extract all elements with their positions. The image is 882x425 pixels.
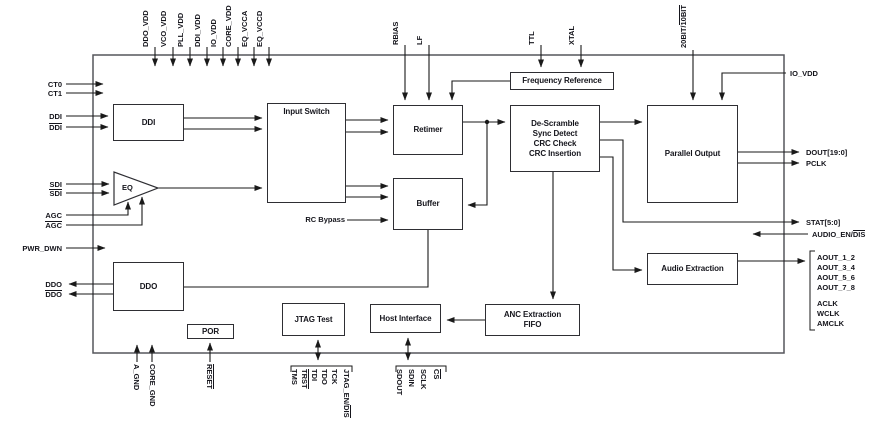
block-frequency-reference: Frequency Reference: [510, 72, 614, 90]
pin-10bit-ov: 10BIT: [679, 5, 688, 26]
block-input-switch-label: Input Switch: [283, 107, 330, 116]
pin-sdi-n: SDI: [0, 189, 62, 198]
pin-tdi: TDI: [310, 369, 319, 382]
pin-ddi-p: DDI: [49, 112, 62, 121]
anc-fifo-line2: FIFO: [523, 320, 542, 329]
block-eq-triangle: [113, 171, 160, 206]
pin-io-vdd-top: IO_VDD: [209, 19, 218, 47]
pin-stat: STAT[5:0]: [806, 218, 841, 227]
block-por-label: POR: [201, 326, 220, 336]
pin-xtal: XTAL: [567, 25, 576, 45]
pin-aclk: ACLK: [817, 299, 838, 308]
block-jtag-test: JTAG Test: [282, 303, 345, 336]
pin-ddi-n: DDI: [0, 123, 62, 132]
pin-eq-vccd: EQ_VCCD: [255, 10, 264, 47]
pin-aout-3-4: AOUT_3_4: [817, 263, 855, 272]
pin-sdi-n-text: SDI: [49, 189, 62, 198]
pin-vco-vdd: VCO_VDD: [159, 10, 168, 47]
block-buffer-label: Buffer: [416, 199, 440, 208]
pin-ct0: CT0: [47, 80, 62, 89]
pin-sclk: SCLK: [419, 369, 428, 390]
pin-pll-vdd: PLL_VDD: [176, 12, 185, 47]
pin-eq-vcca: EQ_VCCA: [240, 10, 249, 47]
block-retimer: Retimer: [393, 105, 463, 155]
pin-cs: CS: [432, 369, 441, 380]
block-ddo-label: DDO: [139, 281, 158, 291]
pin-ddi-vdd: DDI_VDD: [193, 14, 202, 47]
pin-ddo-n-text: DDO: [45, 290, 62, 299]
block-parallel-output-label: Parallel Output: [664, 149, 721, 158]
block-retimer-label: Retimer: [413, 125, 443, 134]
pin-20bit-pre: 20BIT/: [679, 25, 688, 48]
block-buffer: Buffer: [393, 178, 463, 230]
block-input-switch: Input Switch: [267, 103, 346, 203]
pin-reset-text: RESET: [205, 364, 214, 390]
block-ddi-label: DDI: [141, 117, 156, 127]
pin-amclk: AMCLK: [817, 319, 845, 328]
pin-agc-n-text: AGC: [45, 221, 62, 230]
pin-tck: TCK: [330, 369, 339, 385]
block-audio-extraction: Audio Extraction: [647, 253, 738, 285]
pin-pwr-dwn: PWR_DWN: [22, 244, 62, 253]
pin-cs-text: CS: [432, 369, 441, 380]
pin-ddo-n: DDO: [0, 290, 62, 299]
block-audio-extraction-label: Audio Extraction: [661, 264, 724, 273]
pin-agc-n: AGC: [0, 221, 62, 230]
pin-audio-en-dis: AUDIO_EN/DIS: [812, 230, 866, 239]
block-eq-label: EQ: [122, 183, 133, 192]
pin-aout-5-6: AOUT_5_6: [817, 273, 855, 282]
pin-wclk: WCLK: [817, 309, 840, 318]
pin-pclk: PCLK: [806, 159, 827, 168]
pin-reset: RESET: [205, 364, 214, 390]
pin-audio-en-pre: AUDIO_EN/: [812, 230, 853, 239]
pin-sdin: SDIN: [407, 369, 416, 387]
descramble-line2: Sync Detect: [532, 128, 578, 138]
block-jtag-test-label: JTAG Test: [294, 314, 333, 324]
pin-20bit-10bit: 20BIT/10BIT: [679, 5, 688, 48]
pin-tdo: TDO: [320, 369, 329, 385]
descramble-line3: CRC Check: [533, 138, 577, 148]
pin-agc-p: AGC: [45, 211, 62, 220]
block-frequency-reference-label: Frequency Reference: [522, 76, 602, 85]
pin-jtag-en-pre: JTAG_EN/: [342, 369, 351, 406]
pin-dout: DOUT[19:0]: [806, 148, 848, 157]
pin-aout-1-2: AOUT_1_2: [817, 253, 855, 262]
block-anc-extraction-fifo: ANC Extraction FIFO: [485, 304, 580, 336]
block-host-interface-label: Host Interface: [379, 313, 432, 323]
pin-a-gnd: A_GND: [132, 364, 141, 391]
pin-trst: TRST: [300, 369, 309, 389]
block-descramble: De-Scramble Sync Detect CRC Check CRC In…: [510, 105, 600, 172]
pin-ct1: CT1: [47, 89, 62, 98]
descramble-line4: CRC Insertion: [528, 148, 582, 158]
anc-fifo-line1: ANC Extraction: [503, 310, 562, 319]
pin-lf: LF: [415, 35, 424, 45]
rc-bypass-label: RC Bypass: [305, 215, 345, 224]
pin-aout-7-8: AOUT_7_8: [817, 283, 855, 292]
pin-ddi-n-text: DDI: [49, 123, 62, 132]
block-por: POR: [187, 324, 234, 339]
pin-ttl: TTL: [527, 31, 536, 45]
block-parallel-output: Parallel Output: [647, 105, 738, 203]
pin-trst-text: TRST: [300, 369, 309, 389]
pin-tms: TMS: [290, 369, 299, 385]
chip-outline: [92, 54, 785, 354]
block-ddo: DDO: [113, 262, 184, 311]
pin-jtag-en-dis: JTAG_EN/DIS: [342, 369, 351, 418]
pin-io-vdd-right: IO_VDD: [790, 69, 818, 78]
pin-ddo-p: DDO: [45, 280, 62, 289]
pin-audio-dis-ov: DIS: [852, 230, 866, 239]
pin-core-gnd: CORE_GND: [148, 364, 157, 407]
pin-sdout: SDOUT: [395, 369, 404, 396]
block-host-interface: Host Interface: [370, 304, 441, 333]
pin-core-vdd: CORE_VDD: [224, 5, 233, 47]
pin-jtag-dis-ov: DIS: [342, 405, 351, 418]
descramble-line1: De-Scramble: [531, 118, 579, 128]
pin-sdi-p: SDI: [49, 180, 62, 189]
pin-rbias: RBIAS: [391, 21, 400, 45]
block-ddi: DDI: [113, 104, 184, 141]
pin-ddo-vdd: DDO_VDD: [141, 10, 150, 47]
